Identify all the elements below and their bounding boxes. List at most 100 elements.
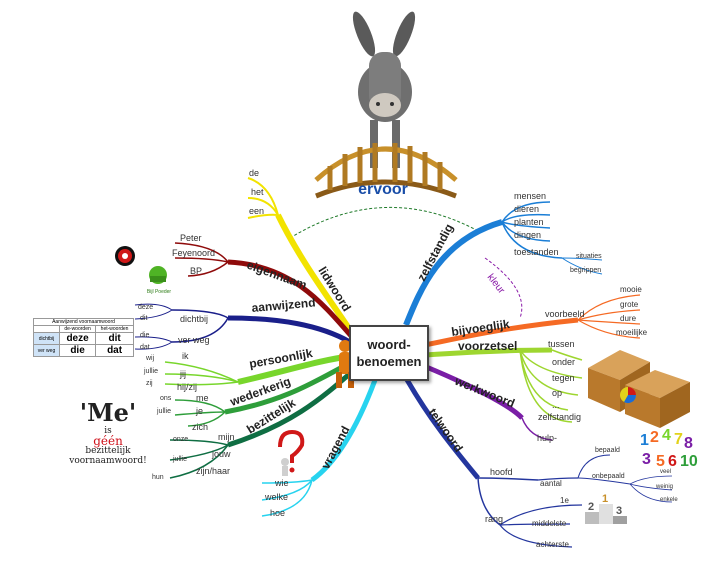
svg-text:jouw: jouw: [211, 449, 231, 459]
eigennaam-item: Feyenoord: [172, 248, 215, 258]
aanwijzend-item: dichtbij: [180, 314, 208, 324]
svg-text:je: je: [195, 406, 203, 416]
telwoord-label: telwoord: [426, 406, 466, 455]
svg-text:begrippen: begrippen: [570, 267, 601, 274]
boxes-illustration: [588, 350, 690, 428]
svg-text:die: die: [140, 332, 149, 339]
svg-text:aantal: aantal: [540, 479, 562, 488]
svg-text:jullie: jullie: [156, 408, 171, 415]
branch-zelfstandig[interactable]: zelfstandig mensen dieren planten dingen…: [403, 191, 602, 327]
svg-text:1: 1: [602, 493, 608, 505]
werkwoord-label: werkwoord: [452, 373, 517, 410]
svg-text:ik: ik: [182, 351, 189, 361]
podium-illustration: 2 1 3: [585, 493, 627, 524]
svg-text:rang: rang: [485, 514, 503, 524]
svg-text:8: 8: [684, 435, 693, 452]
svg-text:zijn/haar: zijn/haar: [196, 466, 230, 476]
svg-text:Bijl Poeder: Bijl Poeder: [147, 289, 172, 295]
svg-text:1: 1: [640, 432, 649, 449]
feyenoord-logo: [115, 246, 135, 266]
svg-text:zij: zij: [146, 380, 153, 387]
center-node[interactable]: woord- benoemen: [349, 325, 429, 381]
branch-persoonlijk[interactable]: persoonlijk ik jij hij/zij wij jullie zi…: [143, 346, 353, 392]
svg-text:op: op: [552, 388, 562, 398]
svg-text:enkele: enkele: [660, 497, 678, 503]
svg-text:situaties: situaties: [576, 253, 602, 260]
svg-text:grote: grote: [620, 300, 639, 309]
svg-text:wij: wij: [145, 355, 155, 362]
branch-aanwijzend[interactable]: aanwijzend dichtbij ver weg deze dit die…: [134, 295, 352, 351]
svg-text:hun: hun: [152, 474, 164, 481]
svg-text:jullie: jullie: [143, 368, 158, 375]
svg-text:wie: wie: [274, 478, 289, 488]
svg-text:mijn: mijn: [218, 432, 235, 442]
voorzetsel-label: voorzetsel: [458, 339, 517, 353]
svg-text:ons: ons: [160, 395, 172, 402]
branch-voorzetsel[interactable]: voorzetsel tussen onder tegen op ... zel…: [424, 339, 583, 423]
bridge-illustration: [314, 143, 458, 199]
svg-text:mensen: mensen: [514, 191, 546, 201]
link-label: kleur: [485, 272, 507, 296]
svg-text:7: 7: [674, 431, 683, 448]
svg-text:bepaald: bepaald: [595, 447, 620, 454]
aanwijzend-item: ver weg: [178, 335, 210, 345]
svg-text:4: 4: [662, 427, 671, 444]
svg-text:zich: zich: [192, 422, 208, 432]
eigennaam-item: BP: [190, 266, 202, 276]
question-mark-figure: [278, 429, 305, 476]
eigennaam-label: eigennaam: [245, 258, 309, 293]
svg-text:10: 10: [680, 453, 698, 470]
svg-text:3: 3: [616, 505, 622, 517]
svg-text:3: 3: [642, 451, 651, 468]
svg-text:1e: 1e: [560, 496, 569, 505]
lidwoord-item: een: [249, 206, 264, 216]
svg-text:hij/zij: hij/zij: [177, 382, 197, 392]
eigennaam-item: Peter: [180, 233, 202, 243]
svg-text:deze: deze: [138, 304, 153, 311]
svg-text:2: 2: [588, 501, 594, 513]
svg-text:welke: welke: [264, 492, 288, 502]
svg-text:5: 5: [656, 453, 665, 470]
svg-text:onbepaald: onbepaald: [592, 473, 625, 480]
svg-text:achterste: achterste: [536, 540, 569, 549]
svg-text:middelste: middelste: [532, 519, 567, 528]
bijl-poeder-logo: Bijl Poeder: [147, 266, 172, 295]
donkey-illustration: [352, 11, 416, 168]
svg-text:jij: jij: [179, 369, 186, 379]
svg-text:hoofd: hoofd: [490, 467, 513, 477]
svg-text:planten: planten: [514, 217, 544, 227]
svg-text:zelfstandig: zelfstandig: [538, 412, 581, 422]
top-label: ervoor: [358, 181, 408, 198]
ervoor-link: [289, 206, 481, 239]
branch-bijvoeglijk[interactable]: bijvoeglijk voorbeeld mooie grote dure m…: [424, 285, 648, 348]
lidwoord-item: de: [249, 168, 259, 178]
svg-text:moeilijke: moeilijke: [616, 328, 648, 337]
svg-text:dure: dure: [620, 314, 637, 323]
svg-text:dit: dit: [140, 315, 147, 322]
svg-text:dieren: dieren: [514, 204, 539, 214]
svg-text:me: me: [196, 393, 209, 403]
svg-text:weinig: weinig: [655, 484, 673, 490]
center-line-2: benoemen: [356, 354, 422, 369]
svg-text:dat: dat: [140, 344, 150, 351]
svg-text:2: 2: [650, 429, 659, 446]
svg-text:voorbeeld: voorbeeld: [545, 309, 585, 319]
svg-text:mooie: mooie: [620, 285, 642, 294]
svg-text:toestanden: toestanden: [514, 247, 559, 257]
lidwoord-item: het: [251, 187, 264, 197]
svg-text:hulp-: hulp-: [537, 433, 557, 443]
svg-text:tegen: tegen: [552, 373, 575, 383]
svg-text:veel: veel: [660, 469, 671, 475]
svg-text:6: 6: [668, 453, 677, 470]
svg-text:jullie: jullie: [172, 456, 187, 463]
svg-text:onder: onder: [552, 357, 575, 367]
me-note: 'Me' is géén bezittelijk voornaamwoord!: [69, 398, 147, 467]
aanwijzend-label: aanwijzend: [251, 295, 316, 315]
center-line-1: woord-: [367, 337, 411, 352]
svg-text:hoe: hoe: [270, 508, 285, 518]
svg-text:...: ...: [552, 400, 560, 410]
vragend-label: vragend: [318, 424, 352, 472]
